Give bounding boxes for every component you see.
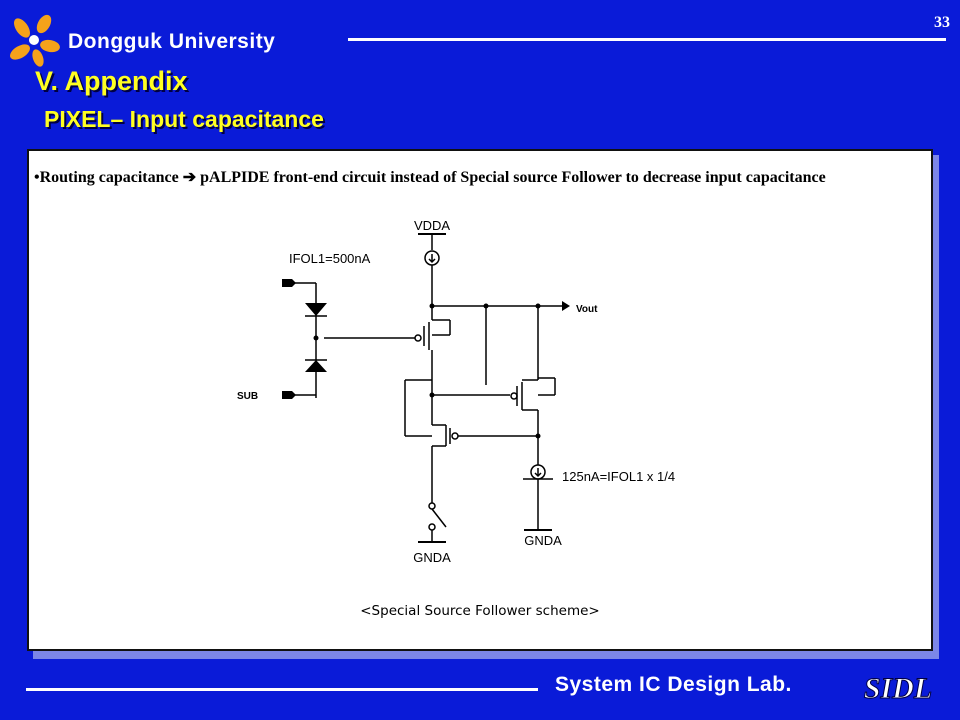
lab-name: System IC Design Lab. xyxy=(555,673,792,696)
bullet-rest: pALPIDE front-end circuit instead of Spe… xyxy=(196,169,826,186)
university-logo-icon xyxy=(10,14,60,67)
sidl-logo-text: SIDL xyxy=(864,672,932,704)
slide-title: V. Appendix xyxy=(35,66,188,96)
gnda-left-label: GNDA xyxy=(413,550,451,565)
content-panel xyxy=(27,149,933,651)
ifol1-label: IFOL1=500nA xyxy=(289,251,371,266)
input-port-icon xyxy=(282,279,296,287)
header-divider xyxy=(348,38,946,41)
university-name: Dongguk University xyxy=(68,30,276,53)
sidl-logo-icon: SIDL xyxy=(863,672,932,705)
vdda-label: VDDA xyxy=(414,218,450,233)
sub-port-icon xyxy=(282,391,296,399)
diode-upper-icon xyxy=(305,303,327,316)
sub-label: SUB xyxy=(237,391,258,402)
page-number: 33 xyxy=(934,14,950,31)
bullet-lead: •Routing capacitance xyxy=(34,169,179,186)
right-arrow-icon: ➔ xyxy=(182,169,197,186)
bullet-text: •Routing capacitance ➔ pALPIDE front-end… xyxy=(34,166,914,190)
schematic-caption: <Special Source Follower scheme> xyxy=(360,603,600,619)
footer-divider xyxy=(26,688,538,691)
slide-subtitle: PIXEL– Input capacitance xyxy=(44,106,324,132)
vout-port-icon xyxy=(562,301,570,311)
gnda-right-label: GNDA xyxy=(524,533,562,548)
diode-lower-icon xyxy=(305,360,327,372)
current-125na-label: 125nA=IFOL1 x 1/4 xyxy=(562,469,675,484)
vout-label: Vout xyxy=(576,304,598,315)
